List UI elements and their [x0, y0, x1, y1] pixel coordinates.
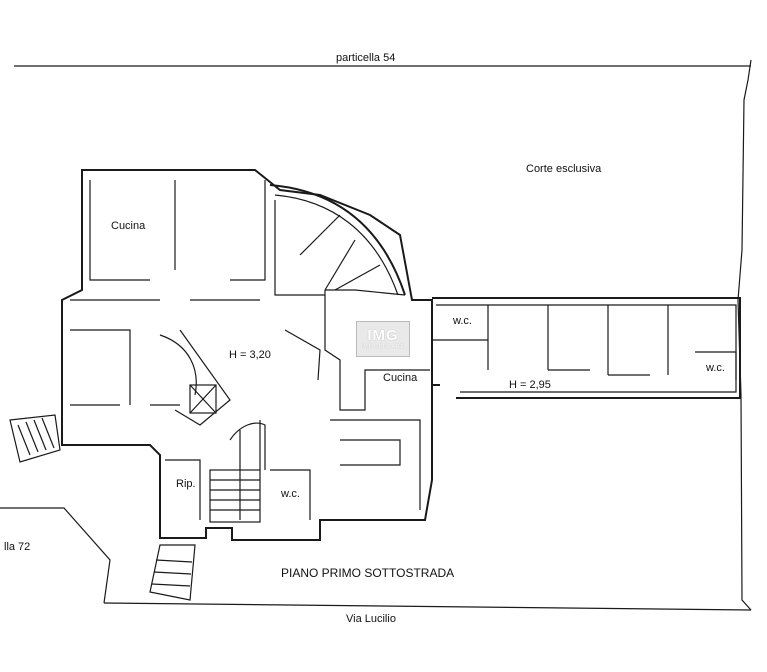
partition-5	[70, 329, 131, 405]
service-wing-outline	[432, 297, 741, 399]
partition-11	[299, 214, 341, 256]
service-wing-inner	[436, 304, 737, 393]
partition-1	[89, 180, 150, 281]
wing-partition-1	[487, 305, 669, 375]
logo-subtext: IMMOBILIARE	[361, 344, 405, 350]
logo-text: IMG	[367, 327, 399, 344]
street-label: Via Lucilio	[346, 613, 396, 625]
partition-20	[174, 329, 231, 426]
wing-wc-box	[695, 351, 737, 380]
curved-facade	[269, 184, 406, 296]
partition-16	[340, 439, 401, 466]
partition-6	[159, 334, 197, 396]
partition-17	[270, 469, 311, 520]
lift-cross	[189, 384, 217, 414]
boundary-left-lower-line	[0, 507, 111, 604]
height-label-wing: H = 2,95	[509, 379, 551, 391]
room-label-kitchen-2: Cucina	[383, 372, 418, 384]
lift-shaft	[189, 384, 217, 414]
room-label-wc-3: w.c.	[281, 488, 300, 500]
stair-west	[9, 414, 61, 463]
partition-13	[334, 264, 381, 291]
partition-8	[274, 200, 325, 296]
inner-stair	[209, 469, 261, 523]
room-label-kitchen-1: Cucina	[111, 220, 146, 232]
room-label-storage: Rip.	[176, 478, 196, 490]
stair-south	[149, 544, 196, 601]
curved-facade-inner	[274, 194, 399, 296]
height-label-main: H = 3,20	[229, 349, 271, 361]
partition-14	[284, 329, 321, 381]
agency-logo-watermark: IMG IMMOBILIARE	[356, 321, 410, 357]
parcel-label-left: lla 72	[4, 541, 31, 553]
boundary-right-line	[737, 59, 752, 611]
partition-10	[324, 290, 430, 411]
courtyard-label: Corte esclusiva	[526, 163, 602, 175]
partition-3	[230, 180, 266, 281]
stair-south-steps	[151, 559, 193, 587]
stair-west-steps	[17, 417, 55, 456]
wing-partition-3	[548, 369, 650, 376]
partition-19	[165, 459, 201, 520]
partition-12	[324, 239, 356, 291]
partition-9	[325, 289, 406, 296]
floor-title: PIANO PRIMO SOTTOSTRADA	[281, 566, 455, 580]
inner-stair-curve	[229, 422, 266, 470]
inner-stair-steps	[210, 479, 260, 511]
partition-15	[330, 419, 421, 510]
boundary-bottom-line	[103, 602, 752, 611]
partition-18	[239, 420, 261, 520]
parcel-label-top: particella 54	[336, 52, 396, 64]
room-label-wc-2: w.c.	[706, 362, 725, 374]
room-label-wc-1: w.c.	[453, 315, 472, 327]
